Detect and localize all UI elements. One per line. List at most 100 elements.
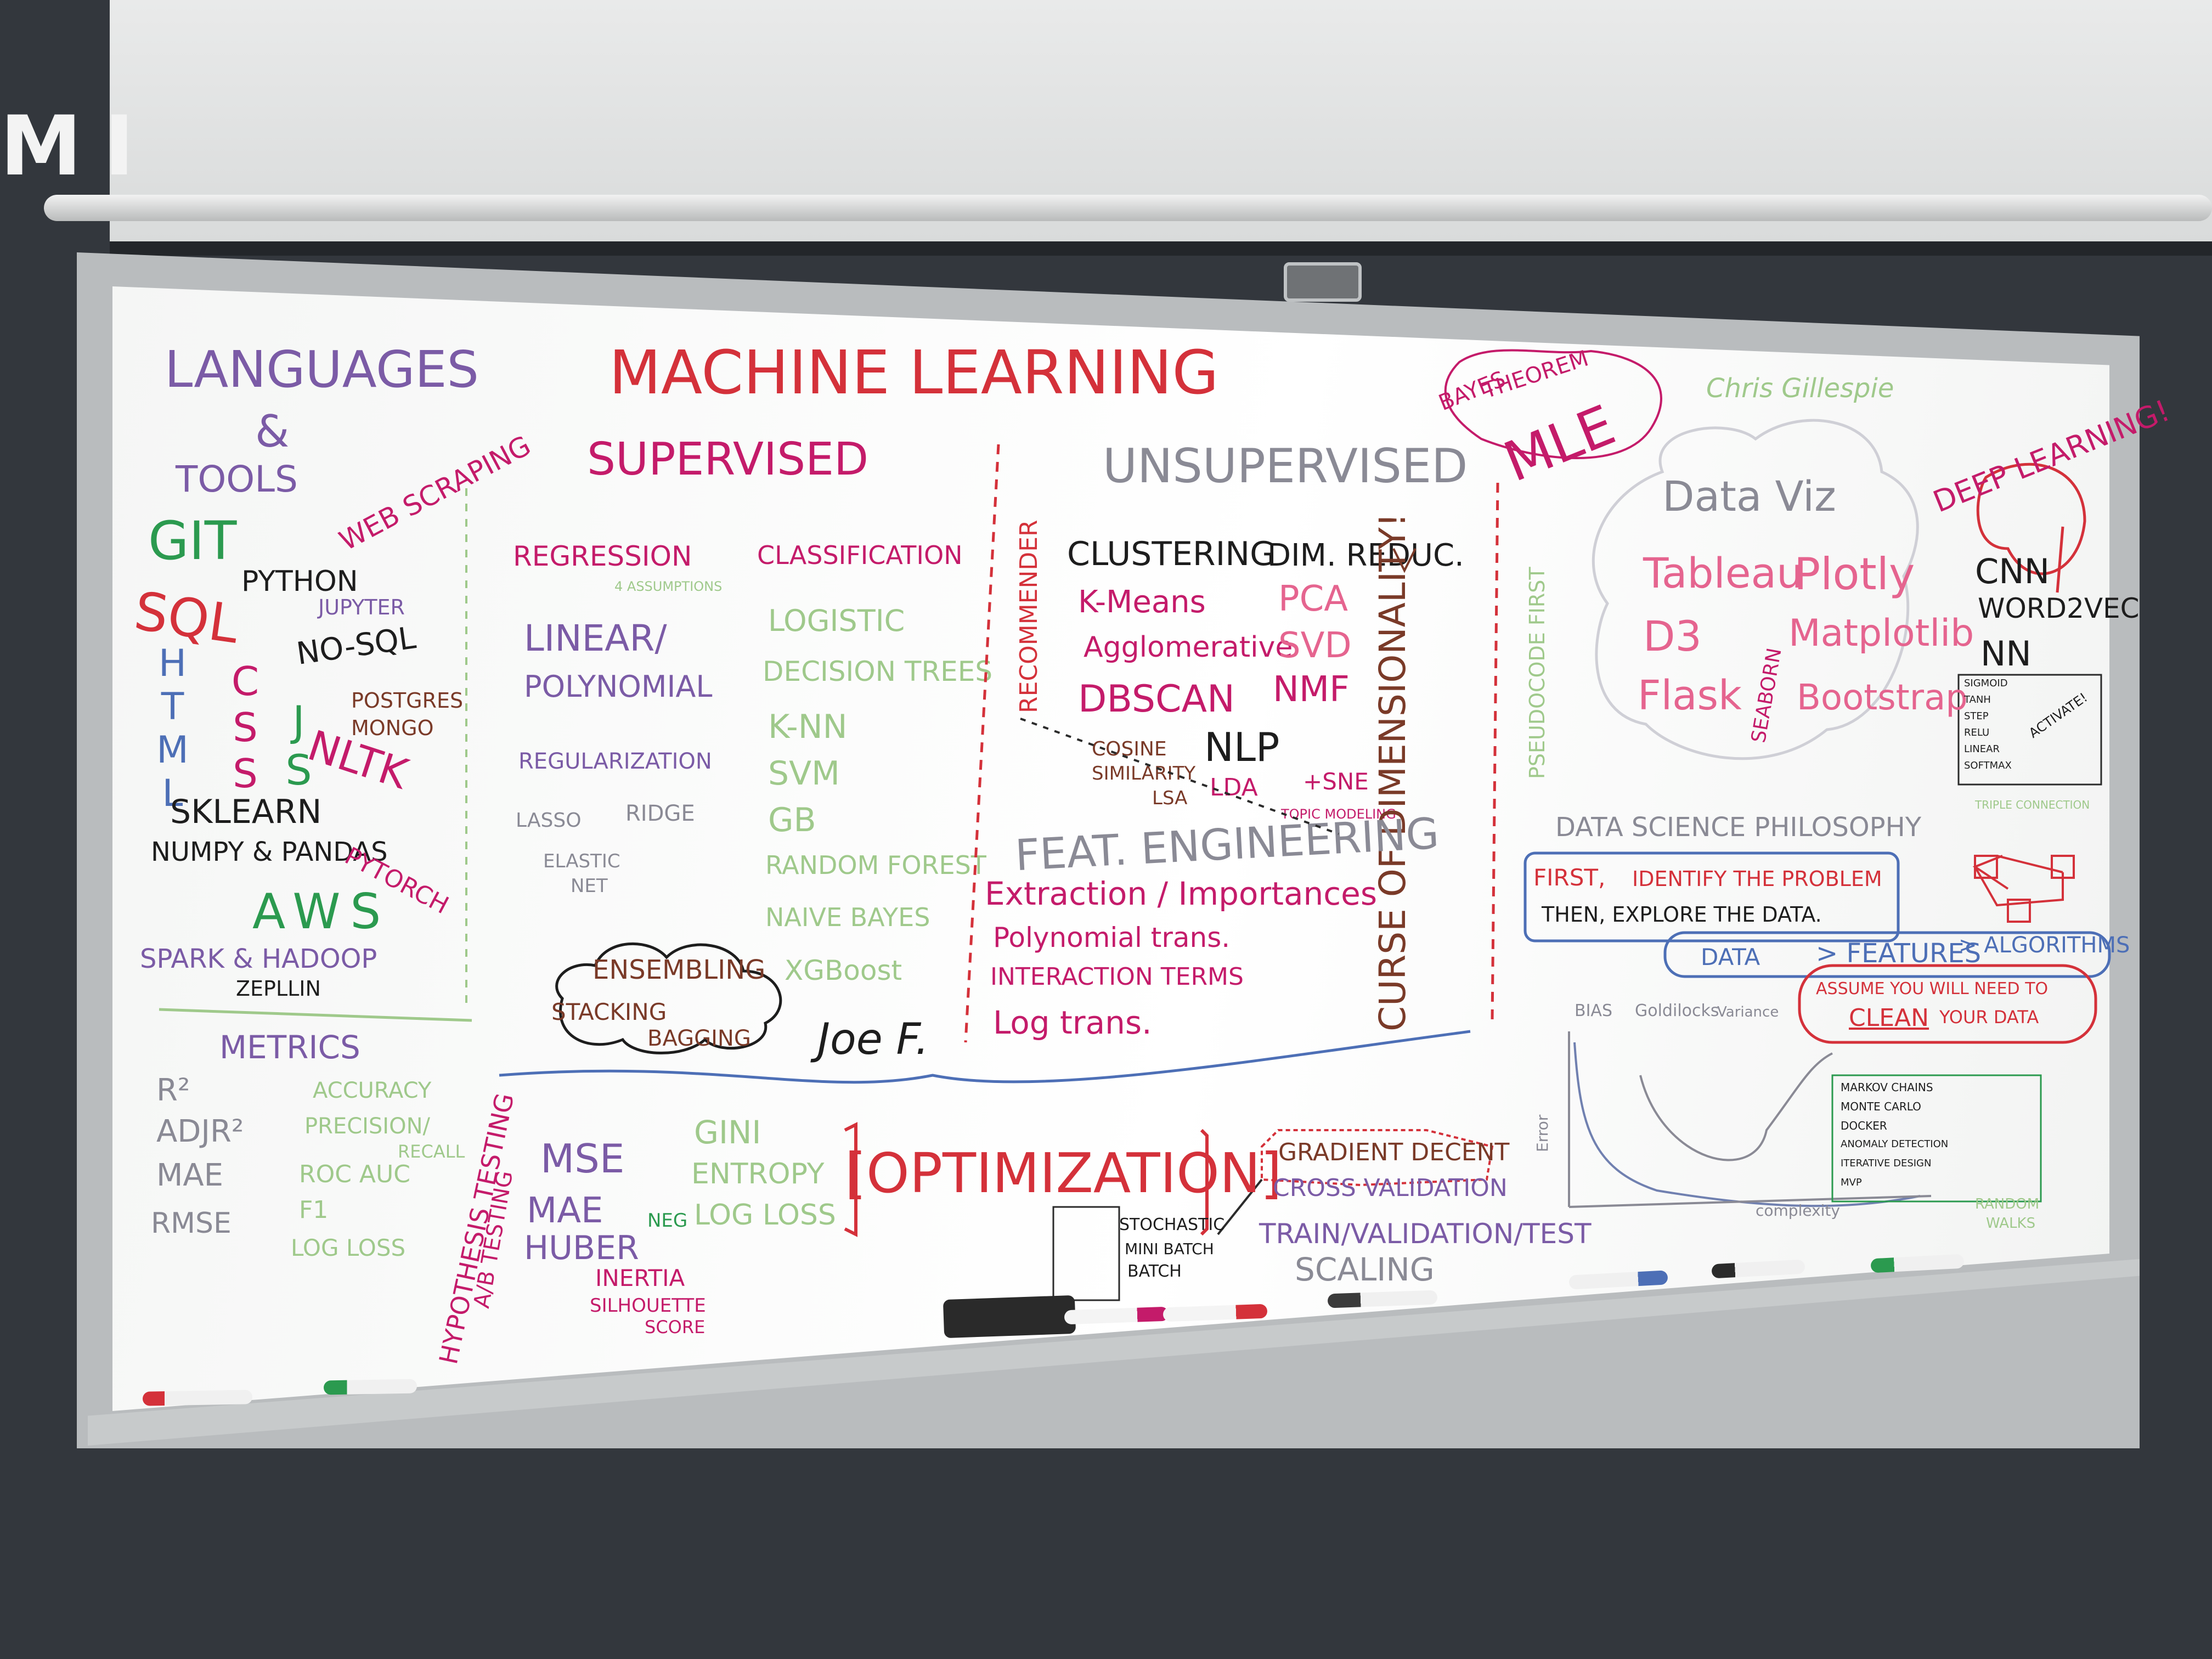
opt-mse: MSE (540, 1136, 625, 1182)
opt-gradient: GRADIENT DECENT (1278, 1138, 1510, 1166)
clustering-heading: CLUSTERING (1067, 535, 1276, 573)
opt-cross-validation: CROSS VALIDATION (1273, 1174, 1508, 1202)
marker-green-2[interactable] (323, 1379, 417, 1395)
dl-cnn: CNN (1975, 551, 2050, 591)
regularization-text: REGULARIZATION (518, 749, 712, 774)
chris-signature: Chris Gillespie (1706, 373, 1894, 404)
tool-docker: DOCKER (1841, 1119, 1887, 1132)
topic-modeling-text: TOPIC MODELING (1281, 806, 1396, 822)
chart-complexity: complexity (1756, 1201, 1840, 1220)
tools-heading: TOOLS (176, 458, 298, 500)
philosophy-heading: DATA SCIENCE PHILOSOPHY (1555, 812, 1922, 843)
aws-text: AWS (252, 883, 391, 940)
html-text: HTML (151, 642, 194, 815)
zeppelin-text: ZEPLLIN (236, 977, 321, 1001)
marker-red-2[interactable] (142, 1390, 253, 1406)
class-logistic: LOGISTIC (768, 603, 905, 638)
phil-clean: CLEAN (1849, 1004, 1929, 1032)
class-gb: GB (768, 801, 816, 839)
supervised-heading: SUPERVISED (587, 433, 869, 486)
act-linear: LINEAR (1964, 743, 2000, 755)
postgres-text: POSTGRES (351, 689, 464, 713)
polynomial-text: POLYNOMIAL (524, 669, 713, 704)
metric-r2: R² (156, 1073, 190, 1108)
assumptions-text: 4 ASSUMPTIONS (614, 579, 723, 594)
act-relu: RELU (1964, 727, 1990, 738)
opt-mae: MAE (527, 1190, 603, 1231)
whiteboard (112, 286, 2109, 1411)
projector-screen-bar (44, 195, 2212, 221)
opt-train: TRAIN/VALIDATION/TEST (1259, 1218, 1592, 1250)
metric-log-loss: LOG LOSS (291, 1234, 406, 1261)
opt-mini-batch: MINI BATCH (1125, 1240, 1214, 1258)
python-text: PYTHON (241, 565, 358, 598)
ensembling-text: ENSEMBLING (592, 955, 766, 985)
chart-goldilocks: Goldilocks (1635, 1001, 1719, 1020)
opt-inertia: INERTIA (595, 1265, 685, 1291)
phil-data: DATA (1701, 944, 1760, 970)
metrics-heading: METRICS (219, 1029, 360, 1066)
sklearn-text: SKLEARN (170, 793, 322, 831)
opt-stochastic: STOCHASTIC (1119, 1215, 1225, 1234)
class-svm: SVM (768, 754, 840, 793)
metric-accuracy: ACCURACY (313, 1078, 432, 1103)
opt-score: SCORE (645, 1317, 706, 1338)
opt-batch: BATCH (1127, 1262, 1182, 1281)
css-text: CSS (222, 658, 268, 797)
dl-word2vec: WORD2VEC (1978, 592, 2140, 624)
ridge-text: RIDGE (625, 801, 695, 826)
elastic-text: ELASTIC (543, 850, 620, 872)
feat-polynomial: Polynomial trans. (993, 922, 1231, 953)
linear-text: LINEAR/ (524, 617, 667, 659)
phil-first: FIRST, (1533, 864, 1606, 891)
tool-iterative: ITERATIVE DESIGN (1841, 1158, 1932, 1169)
viz-bootstrap: Bootstrap (1797, 678, 1968, 718)
viz-plotly: Plotly (1794, 549, 1915, 600)
dimred-nmf: NMF (1273, 669, 1350, 710)
metric-roc-auc: ROC AUC (299, 1160, 410, 1188)
phil-identify: IDENTIFY THE PROBLEM (1632, 867, 1882, 891)
dl-nn: NN (1980, 634, 2032, 674)
lda-text: LDA (1210, 774, 1258, 802)
walks-text: WALKS (1986, 1215, 2036, 1232)
class-random-forest: RANDOM FOREST (765, 850, 986, 880)
eraser[interactable] (943, 1295, 1076, 1339)
opt-gini: GINI (694, 1114, 761, 1151)
viz-d3: D3 (1643, 612, 1702, 661)
tool-monte: MONTE CARLO (1841, 1100, 1921, 1113)
mongo-text: MONGO (351, 716, 434, 740)
viz-matplotlib: Matplotlib (1788, 612, 1974, 655)
feat-extraction: Extraction / Importances (985, 875, 1378, 912)
tool-anomaly: ANOMALY DETECTION (1841, 1138, 1949, 1150)
cluster-dbscan: DBSCAN (1078, 678, 1235, 721)
chart-bias: BIAS (1575, 1001, 1612, 1020)
cluster-agglomerative: Agglomerative (1084, 631, 1293, 664)
stacking-text: STACKING (551, 998, 667, 1025)
js-text: JS (274, 697, 323, 794)
dimred-svd: SVD (1278, 625, 1352, 666)
joe-signature: Joe F. (817, 1015, 929, 1064)
dimred-heading: DIM. REDUC. (1267, 538, 1464, 573)
random-text: RANDOM (1975, 1196, 2040, 1212)
dimred-pca: PCA (1278, 579, 1348, 619)
lsa-text: LSA (1152, 787, 1188, 809)
opt-neg: NEG (647, 1210, 688, 1232)
viz-flask: Flask (1638, 672, 1742, 719)
act-step: STEP (1964, 710, 1989, 722)
tool-mvp: MVP (1841, 1177, 1862, 1188)
git-text: GIT (148, 510, 237, 572)
phil-your-data: YOUR DATA (1939, 1007, 2039, 1028)
metric-adjr2: ADJR² (156, 1114, 244, 1149)
phil-features: > FEATURES (1816, 938, 1982, 969)
tsne-text: +SNE (1303, 768, 1369, 795)
opt-logloss: LOG LOSS (694, 1199, 836, 1232)
classification-heading: CLASSIFICATION (757, 540, 963, 570)
chart-error: Error (1533, 1114, 1551, 1152)
regression-heading: REGRESSION (513, 540, 692, 572)
opt-entropy: ENTROPY (691, 1158, 825, 1190)
net-text: NET (571, 875, 608, 897)
phil-then: THEN, EXPLORE THE DATA. (1542, 902, 1822, 927)
amp-text: & (255, 406, 290, 457)
nlp-text: NLP (1204, 724, 1280, 770)
